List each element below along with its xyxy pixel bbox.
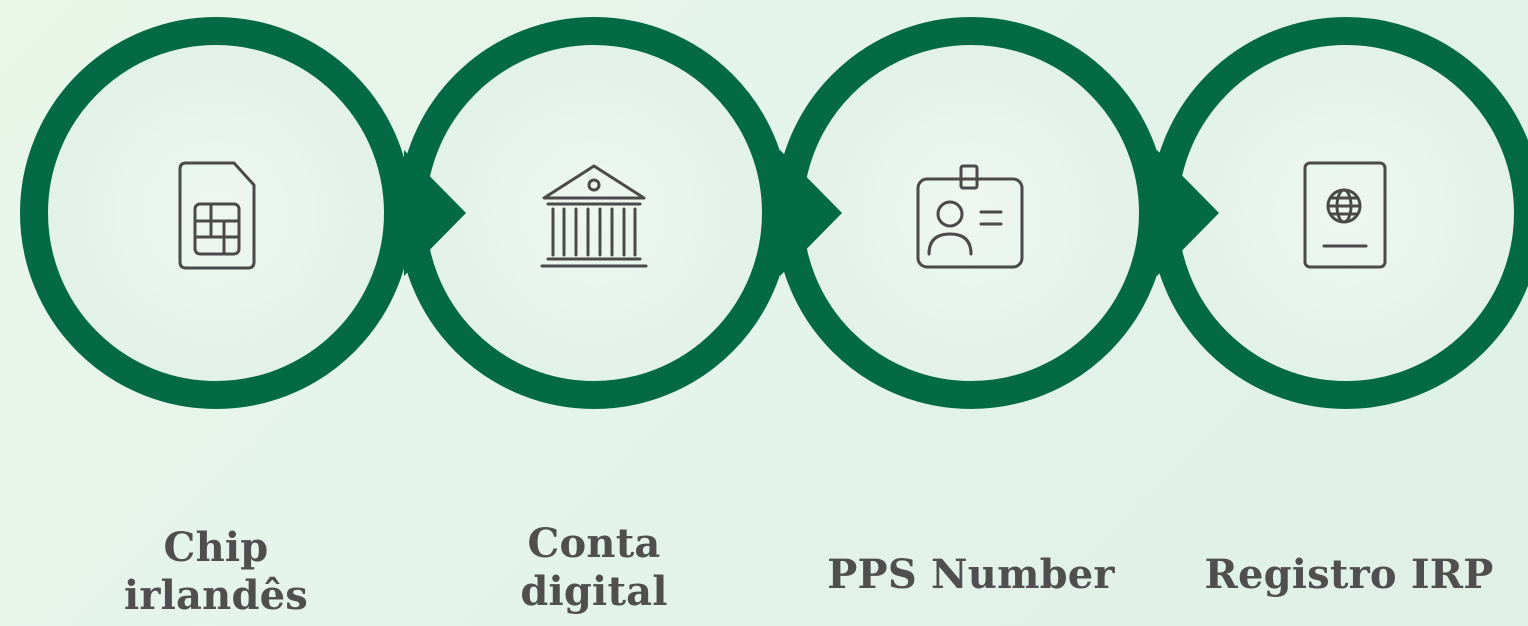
arrow-2-3 — [780, 150, 842, 276]
arrow-1-2 — [404, 150, 466, 276]
step-2-label-line-1: Conta — [527, 520, 661, 567]
step-1-label-line-2: irlandês — [123, 572, 308, 619]
step-3-label: PPS Number — [816, 551, 1126, 599]
sim-card-icon — [178, 161, 256, 270]
arrow-3-4 — [1157, 150, 1219, 276]
step-2-ring — [398, 17, 790, 409]
step-4-label: Registro IRP — [1194, 551, 1504, 599]
step-1-label-line-1: Chip — [163, 524, 269, 571]
step-1-label: Chip irlandês — [96, 524, 336, 620]
bank-icon — [540, 164, 648, 268]
step-2-label-line-2: digital — [520, 568, 668, 615]
step-3-label-line-1: PPS Number — [827, 551, 1115, 598]
passport-icon — [1303, 161, 1387, 269]
step-3-ring — [775, 17, 1167, 409]
step-1-ring — [20, 17, 412, 409]
id-badge-icon — [916, 164, 1024, 269]
step-2-label: Conta digital — [474, 520, 714, 616]
step-4-label-line-1: Registro IRP — [1204, 551, 1494, 598]
